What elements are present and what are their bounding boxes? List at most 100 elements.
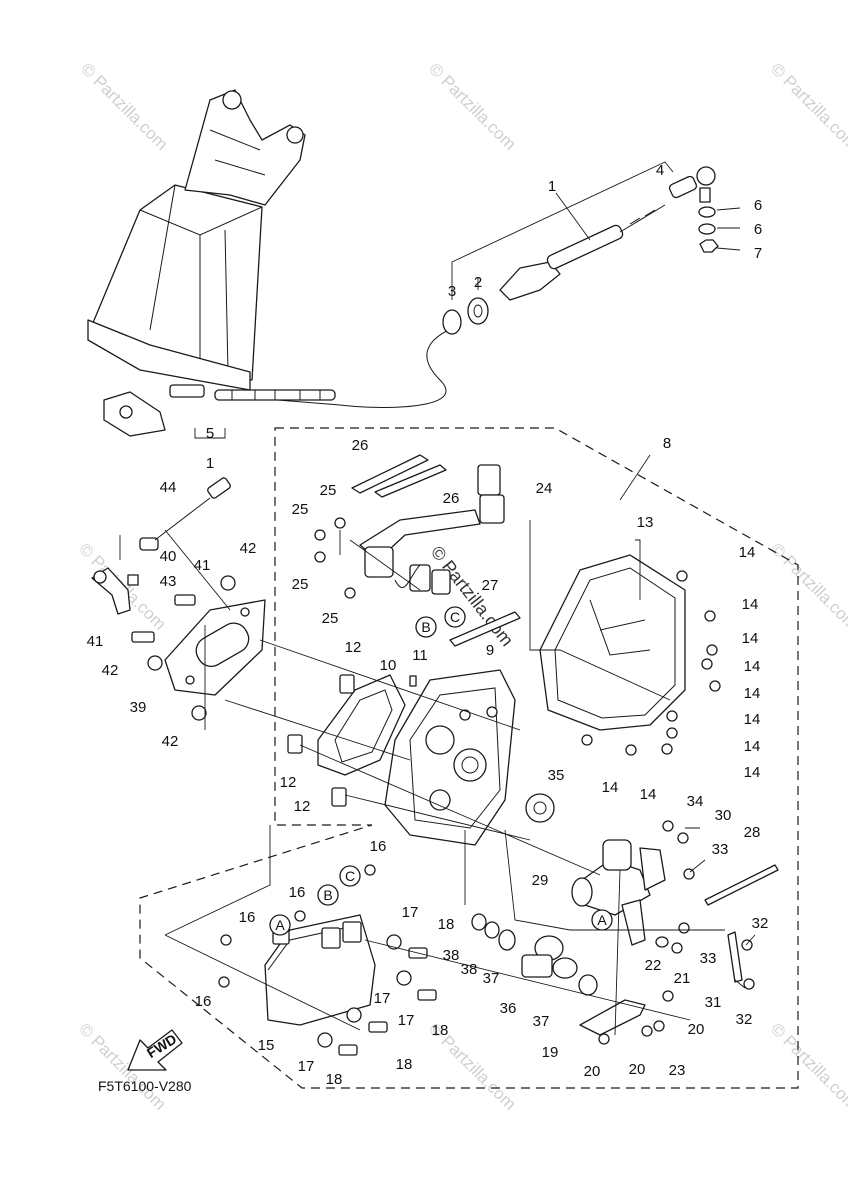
connector-b-label: B (323, 887, 332, 903)
callout-32: 32 (736, 1011, 753, 1028)
connector-a-label: A (597, 912, 607, 928)
callout-13: 13 (637, 514, 654, 531)
callout-2: 2 (474, 274, 482, 291)
callout-36: 36 (500, 1000, 517, 1017)
callout-17: 17 (374, 990, 391, 1007)
callout-20: 20 (688, 1021, 705, 1038)
callout-14: 14 (742, 596, 759, 613)
oring-38a (471, 913, 487, 931)
wire-harness (351, 454, 521, 647)
callout-11: 11 (412, 647, 428, 664)
fwd-arrow: FWD (127, 1029, 183, 1071)
callout-14: 14 (744, 658, 761, 675)
watermark: © Partzilla.com (77, 59, 171, 153)
connector-c-label: C (450, 609, 460, 625)
callout-1: 1 (548, 178, 556, 195)
callout-14: 14 (744, 711, 761, 728)
connector-a-label: A (275, 917, 285, 933)
callout-33: 33 (712, 841, 729, 858)
callout-4: 4 (656, 162, 664, 179)
connector-c-label: C (345, 868, 355, 884)
callout-16: 16 (370, 838, 387, 855)
callout-18: 18 (396, 1056, 413, 1073)
callout-3: 3 (448, 283, 456, 300)
connector-c-marker (444, 606, 466, 628)
gear-36 (521, 935, 578, 979)
callout-42: 42 (162, 733, 179, 750)
callout-38: 38 (443, 947, 460, 964)
washer-22 (655, 936, 669, 948)
diagram-code: F5T6100-V280 (98, 1078, 192, 1094)
washer-37a (498, 929, 516, 951)
callout-14: 14 (744, 764, 761, 781)
callout-16: 16 (239, 909, 256, 926)
callout-37: 37 (483, 970, 500, 987)
callout-24: 24 (536, 480, 553, 497)
callout-28: 28 (744, 824, 761, 841)
callout-41: 41 (87, 633, 104, 650)
bracket-19 (579, 999, 646, 1036)
callout-16: 16 (289, 884, 306, 901)
callout-39: 39 (130, 699, 147, 716)
callout-5: 5 (206, 425, 214, 442)
callout-26: 26 (352, 437, 369, 454)
link-31 (727, 931, 743, 983)
callout-14: 14 (739, 544, 756, 561)
callout-12: 12 (345, 639, 362, 656)
callout-6: 6 (754, 197, 762, 214)
connector-b-marker (415, 616, 437, 638)
steering-cable (169, 166, 716, 408)
callout-14: 14 (744, 738, 761, 755)
callout-8: 8 (663, 435, 671, 452)
callout-14: 14 (640, 786, 657, 803)
callout-43: 43 (160, 573, 177, 590)
connector-a-marker (591, 909, 613, 931)
callout-25: 25 (292, 576, 309, 593)
callout-20: 20 (584, 1063, 601, 1080)
callout-40: 40 (160, 548, 177, 565)
bracket-39 (164, 599, 266, 696)
callout-14: 14 (742, 630, 759, 647)
callout-18: 18 (432, 1022, 449, 1039)
callout-18: 18 (326, 1071, 343, 1088)
callout-12: 12 (294, 798, 311, 815)
callout-29: 29 (532, 872, 549, 889)
callout-25: 25 (320, 482, 337, 499)
nut-3 (442, 309, 462, 335)
callout-27: 27 (482, 577, 499, 594)
screws-25 (314, 517, 356, 599)
callout-37: 37 (533, 1013, 550, 1030)
callout-17: 17 (402, 904, 419, 921)
callout-17: 17 (298, 1058, 315, 1075)
screws-16 (218, 864, 376, 988)
callout-labels: 1 1 2 3 4 5 6 6 7 8 9 10 11 12 12 12 13 … (87, 162, 769, 1088)
callout-38: 38 (461, 961, 478, 978)
washer-37b (578, 974, 598, 996)
callout-18: 18 (438, 916, 455, 933)
bolts-17-18 (317, 934, 437, 1056)
callout-6: 6 (754, 221, 762, 238)
callout-7: 7 (754, 245, 762, 262)
callout-42: 42 (102, 662, 119, 679)
screws-right (598, 820, 755, 1045)
link-22 (621, 899, 646, 946)
watermark: © Partzilla.com (767, 1019, 848, 1113)
hardware-top (442, 206, 719, 335)
washer-2 (467, 297, 489, 325)
callout-10: 10 (380, 657, 397, 674)
callout-9: 9 (486, 642, 494, 659)
callout-12: 12 (280, 774, 297, 791)
callout-20: 20 (629, 1061, 646, 1078)
callout-16: 16 (195, 993, 212, 1010)
cover-13 (539, 554, 686, 731)
callout-34: 34 (687, 793, 704, 810)
connector-c-marker (339, 865, 361, 887)
watermark: © Partzilla.com (767, 539, 848, 633)
callout-23: 23 (669, 1062, 686, 1079)
washer-6a (698, 206, 716, 218)
rod-44 (139, 477, 231, 551)
callout-14: 14 (602, 779, 619, 796)
connector-markers: B C A B C A (269, 606, 613, 936)
tie-28 (704, 864, 779, 906)
